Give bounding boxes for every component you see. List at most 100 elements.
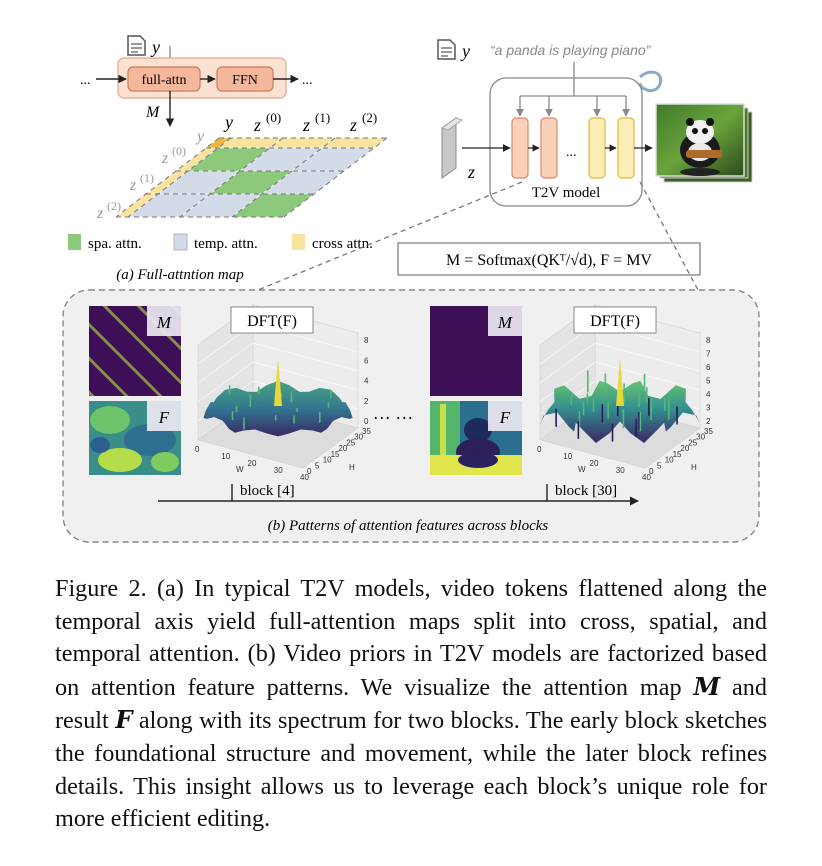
panel-a-caption: (a) Full-attntion map	[116, 267, 244, 283]
block-1	[511, 117, 529, 179]
legend-temp: temp. attn.	[194, 236, 258, 252]
spec2-z-tick-8: 8	[706, 336, 711, 345]
document-icon-2	[437, 39, 456, 60]
z-label: z	[467, 162, 475, 182]
legend-swatch-spa	[68, 234, 81, 250]
spec1-w-axis-label: W	[236, 465, 244, 474]
attention-map-grid	[115, 137, 388, 218]
spec1-surface	[203, 380, 353, 437]
spec2-w-tick-10: 10	[563, 452, 572, 461]
row-header-z0: z	[161, 150, 169, 167]
f-tag-block4: F	[158, 408, 170, 427]
dft-label-box-2	[573, 306, 657, 334]
formula-text: M = Softmax(QKᵀ/√d), F = MV	[446, 252, 652, 269]
t2v-model-label: T2V model	[532, 185, 600, 201]
col-header-z1-sup: (1)	[315, 110, 330, 125]
spec2-w-axis-label: W	[578, 465, 586, 474]
spec1-h-axis-label: H	[349, 463, 355, 472]
caption-f: F	[115, 705, 133, 735]
row-header-z2: z	[96, 205, 104, 222]
caption-text-1: (a) In typical T2V models, video tokens …	[55, 575, 767, 701]
feature-map-block30	[430, 401, 522, 475]
spec1-h-tick-5: 5	[315, 461, 320, 470]
caption-text-3: along with its spectrum for two blocks. …	[55, 707, 767, 833]
spec2-z-tick-5: 5	[706, 377, 711, 386]
block-2	[540, 117, 558, 179]
spec1-h-tick-35: 35	[362, 427, 371, 436]
block30-label: block [30]	[555, 483, 617, 499]
spec2-h-tick-25: 25	[688, 438, 697, 447]
spec2-surface	[540, 380, 700, 443]
document-icon	[127, 35, 146, 56]
col-header-z2-sup: (2)	[362, 110, 377, 125]
spec1-z-tick-8: 8	[364, 336, 369, 345]
col-header-z0-sup: (0)	[266, 110, 281, 125]
full-attn-label: full-attn	[141, 73, 186, 88]
spec2-h-tick-5: 5	[657, 461, 662, 470]
caption-m: M	[693, 671, 721, 701]
legend-swatch-temp	[173, 233, 188, 251]
loop-arrow-icon	[638, 70, 663, 93]
row-header-y: y	[195, 128, 205, 145]
panel-b-caption: (b) Patterns of attention features acros…	[268, 518, 549, 534]
spec1-z-tick-4: 4	[364, 377, 369, 386]
ffn-label: FFN	[232, 73, 258, 88]
output-video-frames	[655, 103, 753, 183]
panel-a: y full-attn FFN ... ... M y z (0) z (1) …	[68, 35, 388, 283]
col-header-z0: z	[253, 115, 261, 135]
spec1-z-tick-0: 0	[364, 417, 369, 426]
spec2-h-tick-20: 20	[680, 444, 689, 453]
legend-cross: cross attn.	[312, 236, 373, 252]
ellipsis-left: ...	[80, 73, 91, 88]
col-header-z2: z	[349, 115, 357, 135]
spec2-h-tick-15: 15	[673, 450, 682, 459]
dft-label-block30: DFT(F)	[590, 313, 640, 330]
figure-caption: Figure 2. (a) In typical T2V models, vid…	[55, 573, 767, 836]
t2v-diagram: y “a panda is playing piano” ... T2V mod…	[257, 39, 753, 291]
spec2-h-tick-30: 30	[696, 433, 705, 442]
m-tag-block30: M	[497, 313, 513, 332]
spec2-h-tick-35: 35	[704, 427, 713, 436]
spec2-z-tick-6: 6	[706, 363, 711, 372]
spec1-h-tick-25: 25	[346, 438, 355, 447]
feature-map-block4	[89, 401, 181, 475]
spec2-w-tick-40: 40	[642, 473, 651, 482]
blocks-dots: ...	[566, 145, 577, 160]
spec1-w-tick-40: 40	[300, 473, 309, 482]
formula-box	[397, 242, 701, 276]
ellipsis-right: ...	[302, 73, 313, 88]
dft-label-box-1	[230, 306, 314, 334]
spec2-z-tick-4: 4	[706, 390, 711, 399]
spec2-h-axis-label: H	[691, 463, 697, 472]
block-3	[588, 117, 606, 179]
f-tag-block30: F	[499, 408, 511, 427]
block-4	[617, 117, 635, 179]
dft-label-block4: DFT(F)	[247, 313, 297, 330]
spec1-w-tick-10: 10	[221, 452, 230, 461]
spec2-h-tick-0: 0	[649, 467, 654, 476]
spec1-h-tick-0: 0	[307, 467, 312, 476]
figure-2: y full-attn FFN ... ... M y z (0) z (1) …	[62, 35, 760, 543]
spec2-w-tick-20: 20	[590, 459, 599, 468]
spec1-peak	[274, 358, 282, 406]
block4-label: block [4]	[240, 483, 295, 499]
mid-dots: ··· ···	[373, 408, 413, 428]
spec1-z-tick-6: 6	[364, 356, 369, 365]
col-header-y: y	[223, 112, 233, 132]
spec1-h-tick-15: 15	[331, 450, 340, 459]
col-header-z1: z	[302, 115, 310, 135]
spec2-w-tick-0: 0	[537, 445, 542, 454]
spec1-h-tick-30: 30	[354, 433, 363, 442]
spec2-peak	[616, 358, 624, 406]
caption-label: Figure 2.	[55, 575, 147, 602]
spec2-z-tick-2: 2	[706, 417, 711, 426]
row-header-z2-sup: (2)	[107, 199, 121, 213]
legend-swatch-cross	[292, 234, 305, 250]
legend-spa: spa. attn.	[88, 236, 142, 252]
y-label: y	[150, 37, 160, 57]
spec1-w-tick-20: 20	[248, 459, 257, 468]
spec2-z-tick-3: 3	[706, 404, 711, 413]
